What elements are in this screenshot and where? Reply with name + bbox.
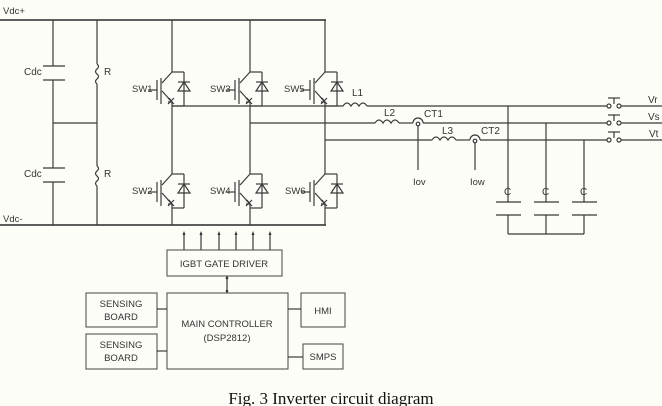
figure-caption: Fig. 3 Inverter circuit diagram — [228, 389, 433, 406]
igbt-sw5 — [300, 55, 344, 109]
iow-label: Iow — [470, 177, 485, 188]
gate-signal-arrows — [182, 231, 272, 250]
r-upper-label: R — [104, 67, 111, 78]
sensing-board-2-block: SENSING BOARD — [85, 333, 158, 370]
inverter-leg-2: SW3 SW4 — [210, 20, 269, 225]
l3-label: L3 — [442, 126, 454, 137]
balancing-resistor-column: R R — [94, 20, 111, 225]
gate-driver-label: IGBT GATE DRIVER — [180, 259, 268, 270]
inductor-l2 — [374, 119, 400, 125]
inductor-l3 — [431, 136, 457, 142]
filter-cap-2-label: C — [542, 187, 549, 198]
iov-label: Iov — [413, 177, 426, 188]
hmi-block: HMI — [300, 292, 346, 328]
l1-label: L1 — [352, 88, 364, 99]
main-controller-model: (DSP2812) — [204, 333, 251, 344]
main-controller-label: MAIN CONTROLLER — [181, 319, 272, 330]
igbt-sw6 — [300, 157, 344, 211]
contactor-r — [606, 97, 662, 109]
sensing-board-2-label-line1: SENSING — [100, 340, 143, 351]
contactor-s — [606, 114, 662, 126]
output-vr-label: Vr — [648, 95, 658, 106]
l2-label: L2 — [384, 108, 396, 119]
resistor-upper — [94, 63, 100, 85]
sw4-label: SW4 — [210, 186, 231, 197]
igbt-gate-driver-block: IGBT GATE DRIVER — [166, 249, 283, 277]
output-vs-label: Vs — [648, 112, 660, 123]
smps-label: SMPS — [310, 352, 337, 363]
sensing-board-1-block: SENSING BOARD — [85, 292, 158, 328]
vdc-positive-label: Vdc+ — [3, 6, 25, 17]
sw2-label: SW2 — [132, 186, 153, 197]
output-contactors: Vr Vs Vt — [606, 95, 662, 143]
contactor-t — [606, 131, 662, 143]
inductor-l1 — [342, 102, 368, 108]
ct1-label: CT1 — [424, 109, 443, 120]
cdc-lower-label: Cdc — [24, 169, 42, 180]
filter-cap-3-label: C — [580, 187, 587, 198]
sensing-board-2-label-line2: BOARD — [104, 353, 138, 364]
r-lower-label: R — [104, 169, 111, 180]
sw3-label: SW3 — [210, 84, 231, 95]
output-vt-label: Vt — [649, 129, 659, 140]
inverter-leg-3: SW5 SW6 — [284, 20, 344, 225]
resistor-lower — [94, 165, 100, 187]
vdc-negative-label: Vdc- — [3, 214, 23, 225]
phase-output-lines: L1 L2 CT1 Iov L3 CT2 Iow — [172, 88, 607, 188]
igbt-sw1 — [147, 55, 191, 109]
filter-cap-1-label: C — [504, 187, 511, 198]
smps-block: SMPS — [302, 343, 344, 370]
cdc-upper-label: Cdc — [24, 67, 42, 78]
hmi-label: HMI — [314, 306, 331, 317]
igbt-sw3 — [225, 55, 269, 109]
current-transformer-ct1 — [412, 117, 424, 124]
ct2-label: CT2 — [481, 126, 500, 137]
main-controller-block: MAIN CONTROLLER (DSP2812) — [166, 292, 289, 370]
dc-bus: Vdc+ Vdc- Cdc Cdc R R — [0, 6, 326, 226]
sensing-board-1-label-line1: SENSING — [100, 299, 143, 310]
igbt-sw4 — [225, 157, 269, 211]
current-transformer-ct2 — [469, 134, 481, 141]
dc-capacitor-column: Cdc Cdc — [24, 20, 65, 225]
sw6-label: SW6 — [285, 186, 306, 197]
igbt-sw2 — [147, 157, 191, 211]
sw5-label: SW5 — [284, 84, 305, 95]
sensing-board-1-label-line2: BOARD — [104, 312, 138, 323]
inverter-leg-1: SW1 SW2 — [132, 20, 191, 225]
sw1-label: SW1 — [132, 84, 153, 95]
output-filter-capacitors: C C C — [496, 106, 597, 235]
